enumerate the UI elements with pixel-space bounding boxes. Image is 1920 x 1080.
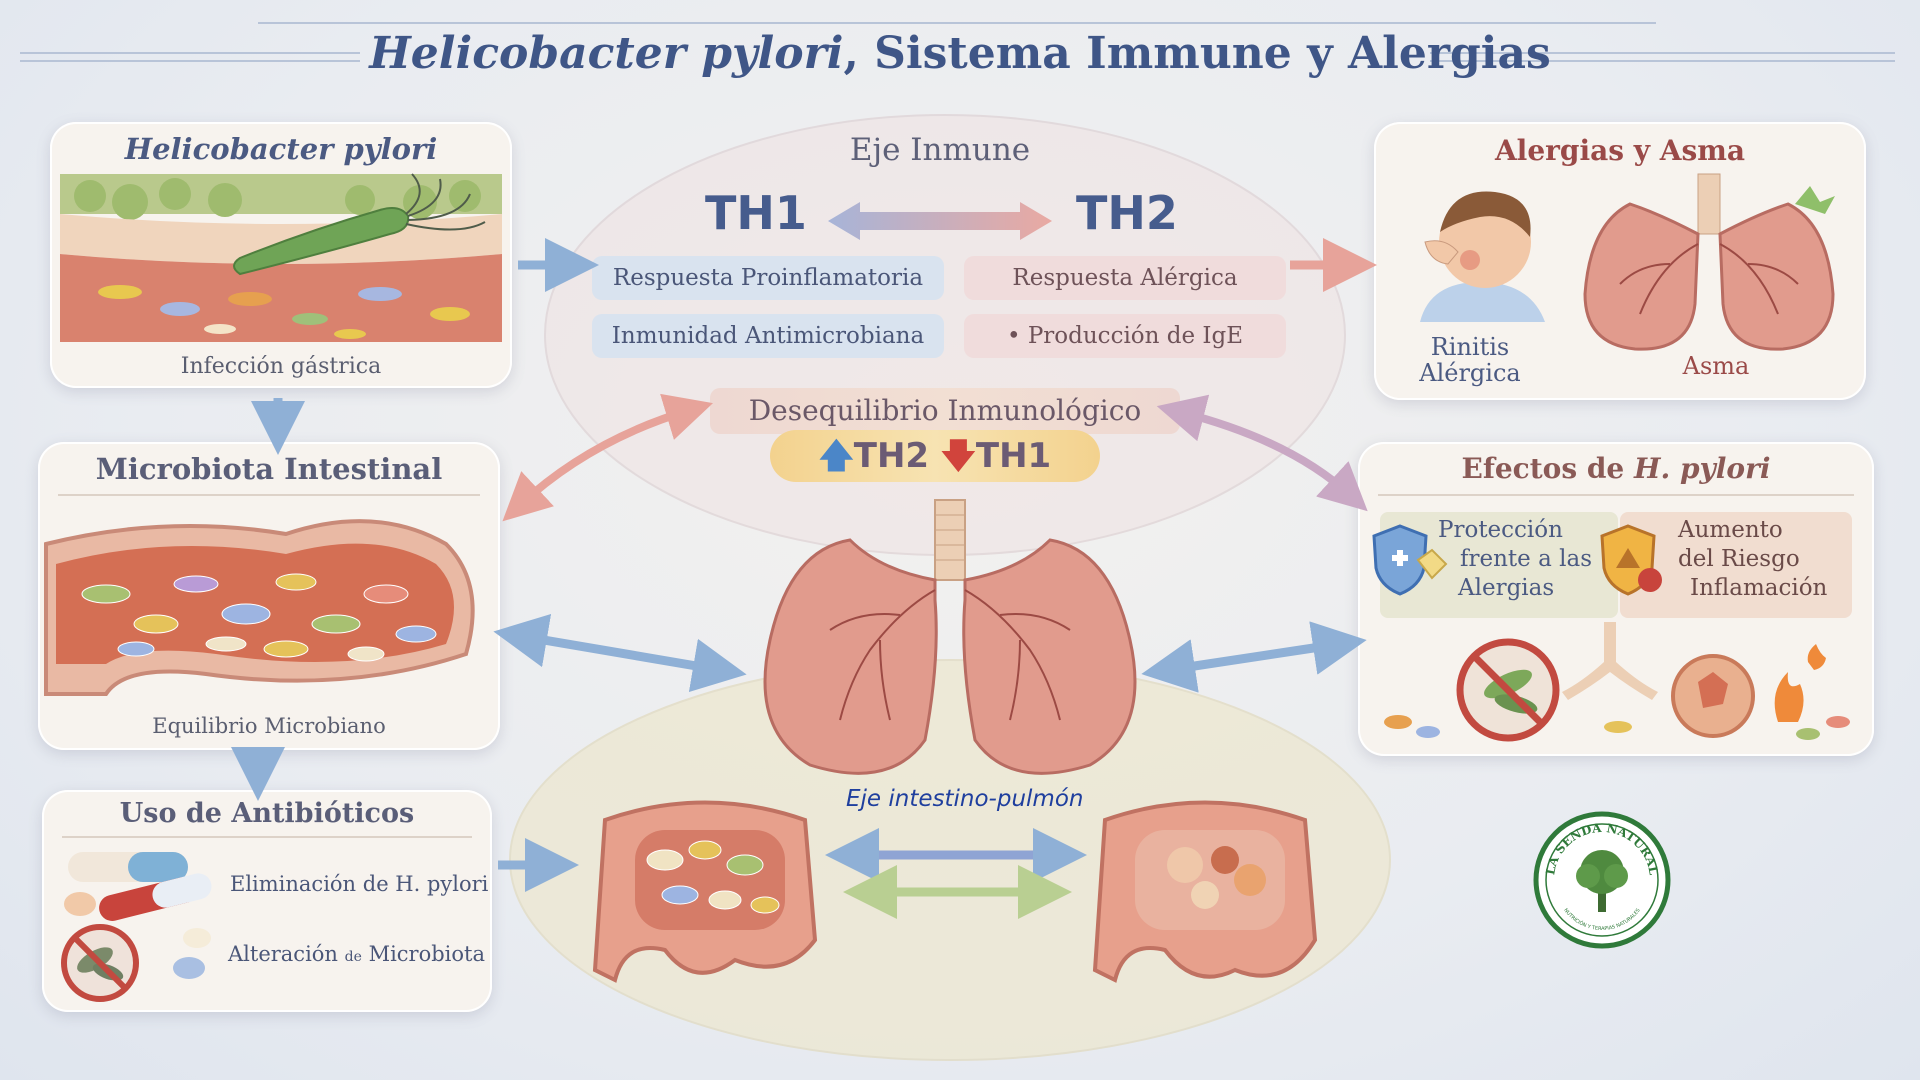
arrow-deseq-microbiota (520, 410, 690, 505)
arrow-microbiota-lungs (520, 636, 720, 670)
arrow-deseq-effects (1180, 412, 1350, 495)
arrow-lungs-effects (1168, 644, 1340, 670)
la-senda-natural-logo: LA SENDA NATURAL NUTRICIÓN Y TERAPIAS NA… (1532, 810, 1672, 950)
